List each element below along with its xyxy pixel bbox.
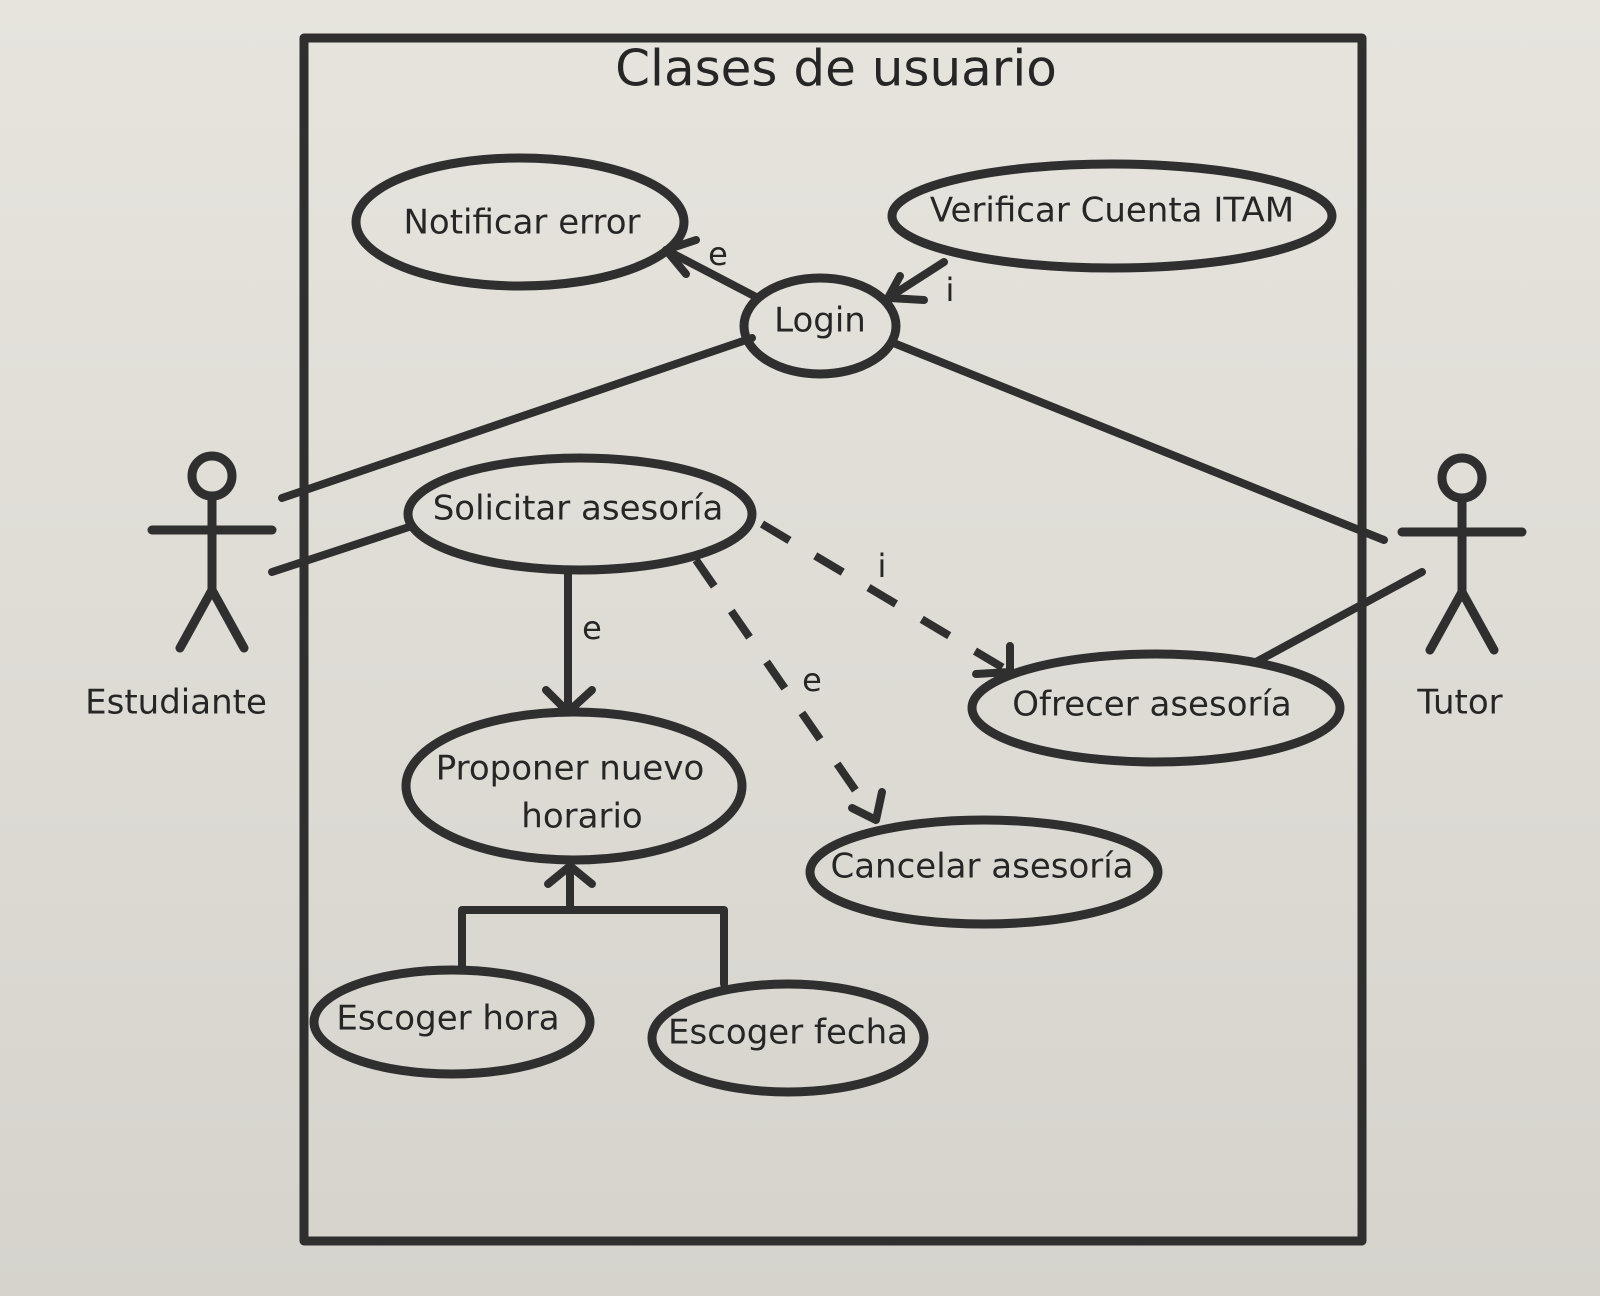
arrowhead-generalization [544, 862, 596, 888]
relation-label-e-cancelar: e [802, 661, 822, 699]
use-case-login: Login [739, 273, 901, 379]
use-case-cancelar-asesoria: Cancelar asesoría [805, 815, 1163, 929]
use-case-verificar-cuenta: Verificar Cuenta ITAM [887, 159, 1337, 273]
actor-label: Tutor [1416, 683, 1502, 723]
arrowhead-cancelar [848, 788, 886, 824]
generalization-bracket [458, 906, 728, 988]
use-case-label: Verificar Cuenta ITAM [930, 191, 1294, 231]
assoc-estudiante-solicitar [268, 522, 416, 576]
use-case-escoger-hora: Escoger hora [309, 965, 595, 1079]
use-case-proponer-horario: Proponer nuevo horario [401, 707, 747, 865]
use-case-label: Login [774, 301, 866, 341]
actor-estudiante: Estudiante [85, 451, 277, 723]
assoc-tutor-ofrecer [1252, 568, 1426, 666]
assoc-estudiante-login [278, 334, 756, 502]
use-case-label: Escoger hora [336, 999, 559, 1039]
relation-label-e-proponer: e [582, 609, 602, 647]
use-case-label: Ofrecer asesoría [1012, 685, 1292, 725]
relation-solicitar-cancelar [692, 557, 880, 823]
use-case-label: Escoger fecha [668, 1013, 908, 1053]
use-case-label: Solicitar asesoría [433, 489, 724, 529]
use-case-notificar-error: Notificar error [351, 153, 689, 291]
relation-label-i-verificar: i [946, 271, 955, 309]
use-case-label-line2: horario [521, 797, 642, 837]
use-case-solicitar-asesoria: Solicitar asesoría [403, 453, 757, 575]
actor-tutor: Tutor [1397, 453, 1527, 723]
diagram-title: Clases de usuario [615, 40, 1057, 98]
relation-label-e-login: e [708, 235, 728, 273]
relation-label-i-solicitar: i [878, 547, 887, 585]
use-case-label: Notificar error [403, 203, 640, 243]
use-case-label-line1: Proponer nuevo [436, 749, 705, 789]
assoc-tutor-login [892, 340, 1388, 544]
use-case-label: Cancelar asesoría [830, 847, 1133, 887]
actor-label: Estudiante [85, 683, 267, 723]
relation-verificar-login [884, 258, 948, 302]
relation-login-notificar [662, 246, 762, 302]
system-boundary [299, 33, 1367, 1246]
use-case-ofrecer-asesoria: Ofrecer asesoría [967, 649, 1345, 767]
relation-solicitar-ofrecer [759, 520, 1013, 676]
use-case-escoger-fecha: Escoger fecha [647, 979, 929, 1097]
